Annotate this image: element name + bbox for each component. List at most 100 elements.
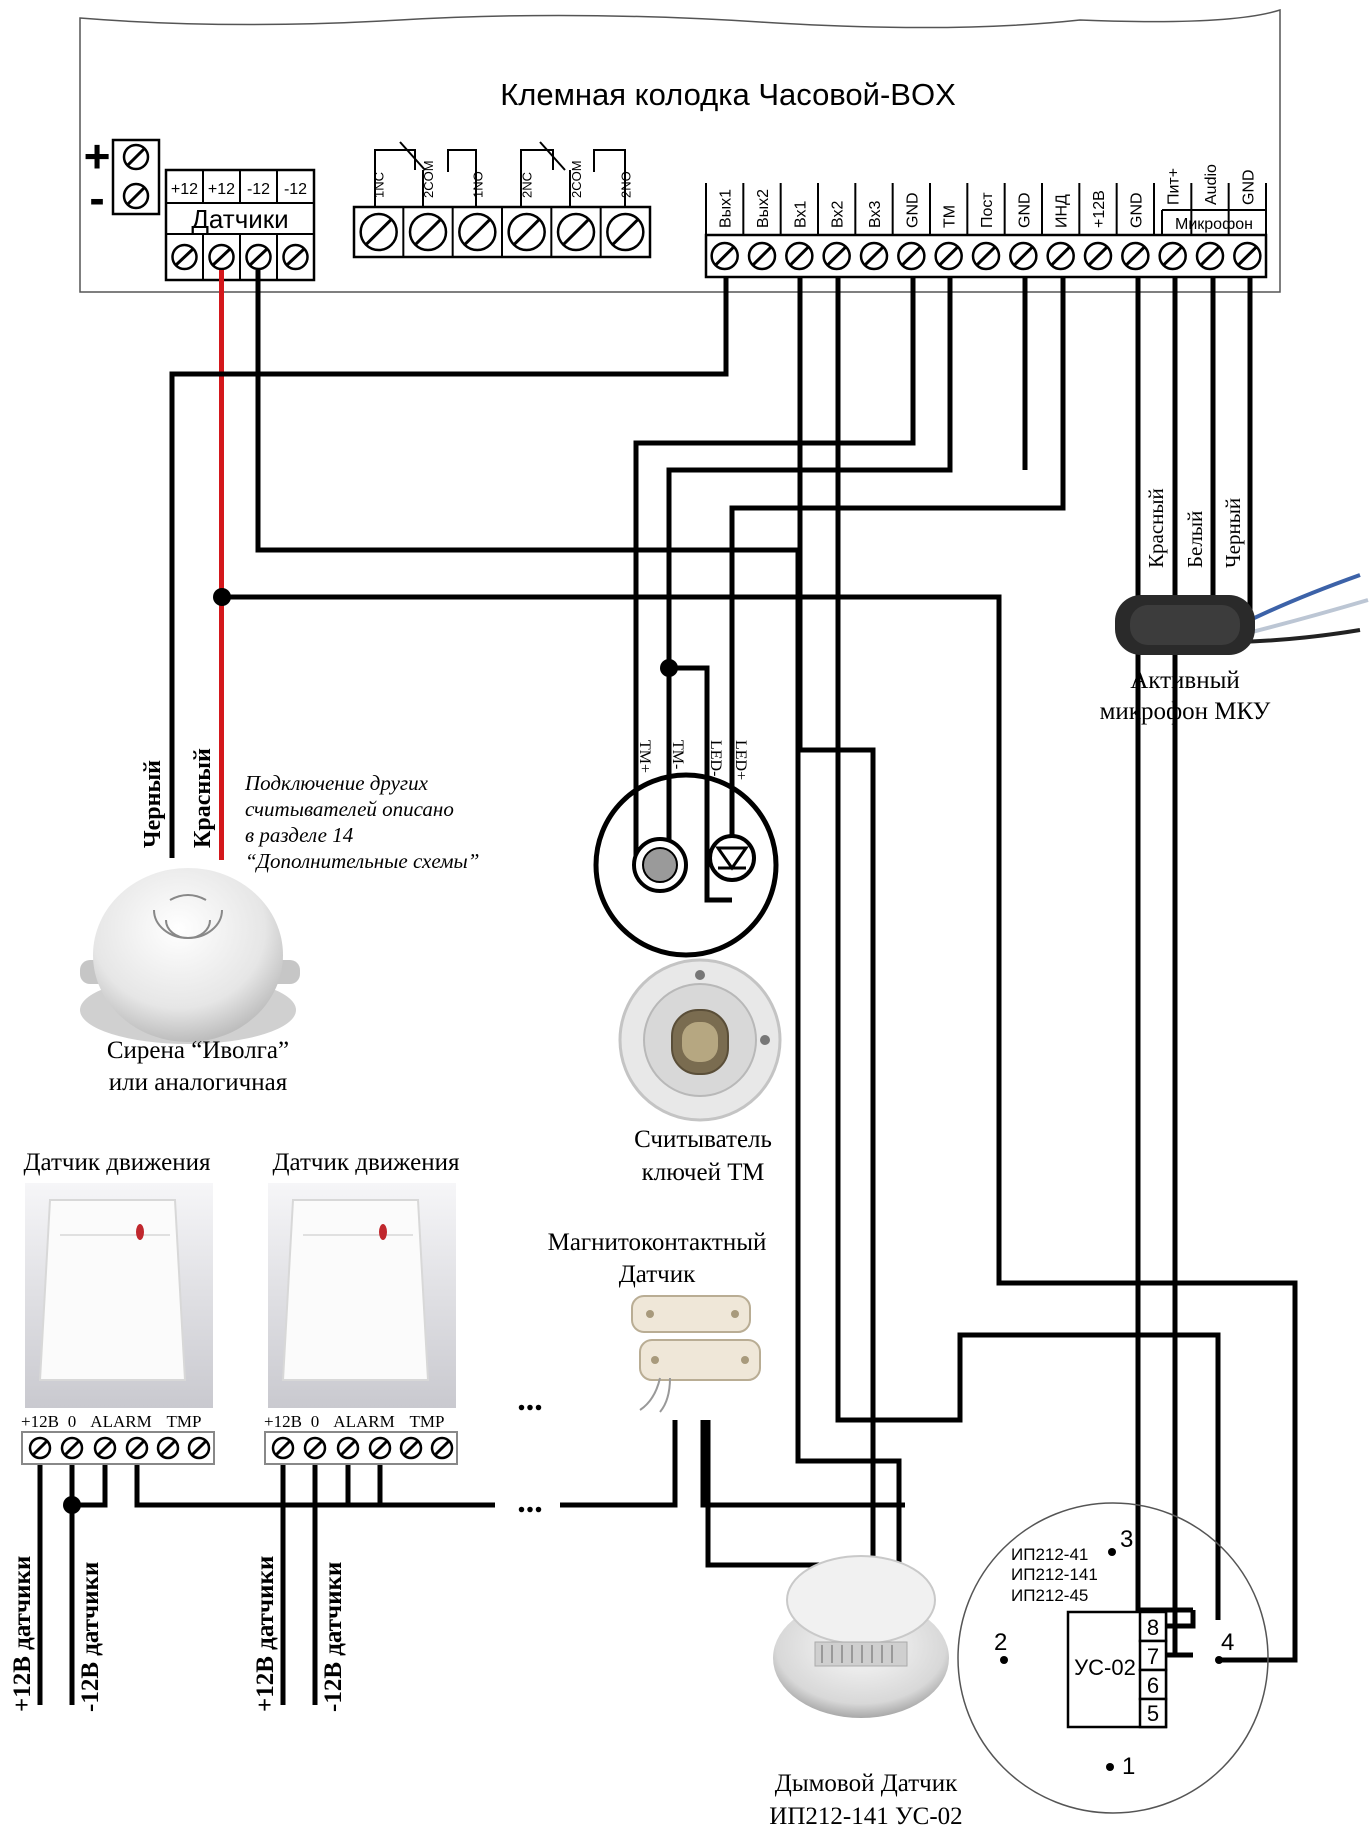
svg-text:+12В датчики: +12В датчики xyxy=(9,1556,36,1712)
svg-text:TMP: TMP xyxy=(167,1412,202,1431)
siren-dome xyxy=(93,868,283,1042)
terminal-pin-label: ИНД xyxy=(1054,194,1071,228)
svg-text:7: 7 xyxy=(1147,1644,1159,1669)
siren-black-wire xyxy=(169,277,729,858)
relay-pin-label: 2COM xyxy=(569,160,584,198)
terminal-pin-label: Вх1 xyxy=(792,201,809,228)
magnet-lead-1 xyxy=(560,1420,678,1508)
terminal-pin-label: GND xyxy=(1016,192,1033,228)
svg-text:0: 0 xyxy=(311,1412,320,1431)
box-title: Клемная колодка Часовой-BOX xyxy=(500,77,956,112)
junction-dot xyxy=(63,1496,81,1514)
terminal-pin-label: Вх3 xyxy=(867,201,884,228)
magnet-caption: Магнитоконтактный Датчик xyxy=(548,1229,767,1288)
svg-text:TM+: TM+ xyxy=(636,740,653,773)
svg-text:ИП212-141 УС-02: ИП212-141 УС-02 xyxy=(769,1803,962,1830)
svg-text:5: 5 xyxy=(1147,1701,1159,1726)
magnet-part-icon xyxy=(631,1295,751,1333)
svg-text:ALARM: ALARM xyxy=(90,1412,151,1431)
siren-caption: Сирена “Иволга” или аналогичная xyxy=(107,1037,289,1096)
svg-text:TM-: TM- xyxy=(669,740,686,769)
active-microphone: Красный Белый Черный Активный микрофон М… xyxy=(1100,488,1369,725)
terminal-pin-label: Вых1 xyxy=(718,189,735,228)
svg-text:Сирена “Иволга”: Сирена “Иволга” xyxy=(107,1037,289,1064)
motion-title: Датчик движения xyxy=(24,1149,211,1176)
mic-wire-labels: Красный Белый Черный xyxy=(1144,488,1245,568)
terminal-pin-label: Вых2 xyxy=(755,189,772,228)
ellipsis-mark: ... xyxy=(517,1483,543,1520)
motion-terminal-strip xyxy=(264,1431,458,1465)
power-plus-label: + xyxy=(84,130,111,182)
terminal-pin-label: +12В xyxy=(1091,190,1108,228)
reader-pin-labels: TM+ TM- LED- LED+ xyxy=(636,740,749,780)
minus12-wire xyxy=(255,270,902,1693)
mic-group-label: Микрофон xyxy=(1175,216,1253,233)
motion1-alarm-wire xyxy=(72,1448,108,1508)
svg-text:в разделе 14: в разделе 14 xyxy=(245,823,354,847)
smoke-base-outline xyxy=(957,1502,1269,1814)
vx1-wire xyxy=(705,277,876,1568)
us02-pins: 8 7 6 5 xyxy=(1138,1610,1168,1729)
svg-text:Подключение других: Подключение других xyxy=(244,771,429,795)
motion-led-icon xyxy=(379,1224,387,1240)
junction-dot xyxy=(660,659,678,677)
svg-text:ИП212-45: ИП212-45 xyxy=(1011,1586,1088,1605)
svg-text:8: 8 xyxy=(1147,1615,1159,1640)
svg-text:ИП212-41: ИП212-41 xyxy=(1011,1545,1088,1564)
key-reader: TM+ TM- LED- LED+ Считыватель ключей ТМ xyxy=(593,740,782,1186)
siren-black-label: Черный xyxy=(140,760,166,848)
power-terminals: + - xyxy=(84,130,161,224)
terminal-pin-label: GND xyxy=(1128,192,1145,228)
smoke-sensor: Дымовой Датчик ИП212-141 УС-02 ИП212-41 … xyxy=(769,1502,1269,1830)
junction-dot xyxy=(213,588,231,606)
led-minus-wire xyxy=(669,665,732,903)
svg-text:LED+: LED+ xyxy=(732,740,749,780)
sensors-pin-label: +12 xyxy=(171,181,198,198)
svg-text:4: 4 xyxy=(1221,1629,1234,1656)
motion-sensor-1: Датчик движения +12В 0 ALARM TMP +12В да… xyxy=(9,1149,215,1712)
motion2-alarm-wire xyxy=(315,1448,351,1508)
svg-text:микрофон МКУ: микрофон МКУ xyxy=(1100,698,1271,725)
terminal-pin-label: GND xyxy=(904,192,921,228)
terminal-pin-label: GND xyxy=(1240,169,1257,205)
svg-text:LED-: LED- xyxy=(707,740,724,776)
motion-wire-labels: +12В датчики -12В датчики xyxy=(9,1556,104,1712)
svg-text:Красный: Красный xyxy=(1144,488,1168,568)
siren-red-label: Красный xyxy=(190,748,216,848)
svg-text:или аналогичная: или аналогичная xyxy=(109,1069,288,1096)
alarm-chain-wire xyxy=(134,1448,383,1508)
sensors-pin-label: -12 xyxy=(284,181,307,198)
svg-text:Дымовой Датчик: Дымовой Датчик xyxy=(775,1770,958,1797)
relay-pin-label: 1NO xyxy=(470,171,485,198)
svg-text:Магнитоконтактный: Магнитоконтактный xyxy=(548,1229,767,1256)
terminal-pin-label: ТМ xyxy=(942,205,959,228)
smoke-caption: Дымовой Датчик ИП212-141 УС-02 xyxy=(769,1770,962,1830)
relay-pin-label: 2NC xyxy=(520,172,535,198)
sensors-terminal-block: +12 +12 -12 -12 Датчики xyxy=(164,168,316,282)
svg-text:Активный: Активный xyxy=(1130,667,1240,694)
svg-text:1: 1 xyxy=(1122,1753,1135,1780)
siren-note: Подключение других считывателей описано … xyxy=(244,771,479,873)
vx2-wire xyxy=(835,277,1221,1620)
plus12-smoke-wire xyxy=(221,594,1298,1663)
reader-caption: Считыватель ключей ТМ xyxy=(634,1126,772,1186)
control-box: Клемная колодка Часовой-BOX + - +12 +12 … xyxy=(79,8,1281,293)
siren-grille-icon xyxy=(153,894,223,939)
magnet-lead-2 xyxy=(700,1420,905,1508)
svg-text:6: 6 xyxy=(1147,1673,1159,1698)
relay-pin-label: 1NC xyxy=(372,172,387,198)
reader-outline xyxy=(593,772,779,958)
terminal-pin-label: Audio xyxy=(1203,164,1220,205)
reed-part-icon xyxy=(639,1339,761,1381)
smoke-models: ИП212-41 ИП212-141 ИП212-45 xyxy=(1011,1545,1098,1605)
plus12b-wire xyxy=(1172,277,1193,1658)
svg-text:0: 0 xyxy=(68,1412,77,1431)
magnet-sensor: Магнитоконтактный Датчик xyxy=(548,1229,767,1413)
svg-text:Датчик: Датчик xyxy=(619,1261,696,1288)
svg-text:2: 2 xyxy=(994,1629,1007,1656)
smoke-terminal-numbers: 1 2 3 4 xyxy=(994,1526,1234,1780)
svg-text:-12В датчики: -12В датчики xyxy=(320,1562,347,1712)
mic-caption: Активный микрофон МКУ xyxy=(1100,667,1271,725)
svg-text:+12В: +12В xyxy=(264,1412,302,1431)
svg-text:ключей ТМ: ключей ТМ xyxy=(642,1159,765,1186)
